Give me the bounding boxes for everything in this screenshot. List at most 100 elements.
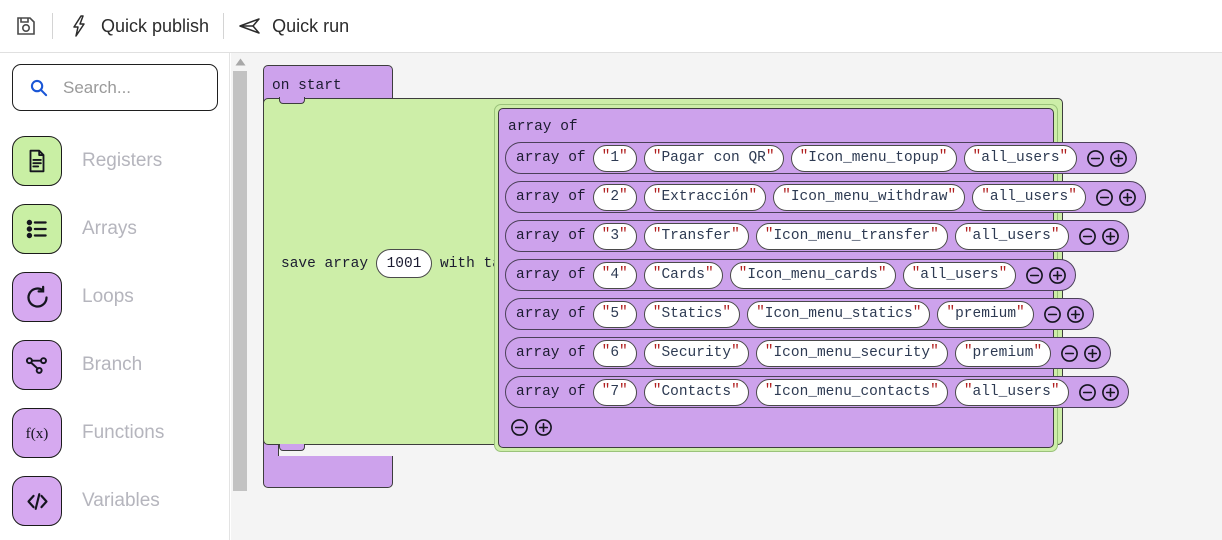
row-id-field-value: 3 <box>610 228 620 244</box>
row-id-field-value: 4 <box>610 267 620 283</box>
sidebar-item-loops[interactable]: Loops <box>12 271 222 323</box>
row-audience-field[interactable]: "all_users" <box>902 261 1017 289</box>
circle-minus-icon[interactable] <box>1086 149 1105 168</box>
array-row[interactable]: array of "3""Transfer""Icon_menu_transfer… <box>505 220 1129 252</box>
row-audience-field[interactable]: "all_users" <box>954 378 1069 406</box>
save-array-statement: save array 1001 with table <box>281 249 527 278</box>
row-name-field[interactable]: "Transfer" <box>643 222 749 250</box>
function-fx-icon: f(x) <box>12 408 62 458</box>
array-row[interactable]: array of"7""Contacts""Icon_menu_contacts… <box>505 376 1129 408</box>
row-name-field[interactable]: "Pagar con QR" <box>643 144 784 172</box>
row-id-field-value: 2 <box>610 189 620 205</box>
row-id-field[interactable]: "1" <box>592 144 637 172</box>
scrollbar-thumb[interactable] <box>233 71 247 491</box>
row-name-field[interactable]: "Statics" <box>643 300 741 328</box>
circle-plus-icon[interactable] <box>1048 266 1067 285</box>
row-audience-field[interactable]: "premium" <box>937 300 1034 328</box>
row-audience-field[interactable]: "all_users" <box>972 183 1086 211</box>
row-id-field[interactable]: "4" <box>592 261 637 289</box>
on-start-footer[interactable] <box>263 456 393 488</box>
circle-plus-icon[interactable] <box>1101 227 1120 246</box>
row-id-field[interactable]: "6" <box>592 339 637 367</box>
row-name-field[interactable]: "Contacts" <box>643 378 749 406</box>
circle-plus-icon[interactable] <box>1118 188 1137 207</box>
row-name-field-value: Cards <box>661 267 705 283</box>
sidebar-item-arrays[interactable]: Arrays <box>12 203 222 255</box>
row-icon-field[interactable]: "Icon_menu_withdraw" <box>773 183 966 211</box>
array-row[interactable]: array of "2""Extracción""Icon_menu_withdr… <box>505 181 1146 213</box>
search-field[interactable] <box>12 64 218 111</box>
row-id-field[interactable]: "5" <box>592 300 637 328</box>
row-audience-field[interactable]: "all_users" <box>954 222 1069 250</box>
circle-minus-icon[interactable] <box>1095 188 1114 207</box>
circle-plus-icon[interactable] <box>1101 383 1120 402</box>
list-icon <box>12 204 62 254</box>
svg-text:f(x): f(x) <box>26 426 49 442</box>
array-row-label: array of <box>516 189 586 205</box>
sidebar-item-variables[interactable]: Variables <box>12 475 222 527</box>
row-controls <box>1095 188 1137 207</box>
search-input[interactable] <box>61 76 201 99</box>
circle-plus-icon[interactable] <box>534 418 553 437</box>
row-controls <box>1086 149 1128 168</box>
array-of-block[interactable]: array of array of"1""Pagar con QR""Icon_… <box>498 108 1146 448</box>
row-icon-field[interactable]: "Icon_menu_security" <box>755 339 948 367</box>
sidebar-item-registers[interactable]: Registers <box>12 135 222 187</box>
array-row-label: array of <box>516 228 586 244</box>
array-row[interactable]: array of "5""Statics""Icon_menu_statics""… <box>505 298 1094 330</box>
row-icon-field[interactable]: "Icon_menu_contacts" <box>755 378 948 406</box>
code-brackets-icon <box>12 476 62 526</box>
row-name-field[interactable]: "Security" <box>643 339 749 367</box>
save-button[interactable] <box>0 0 52 53</box>
row-name-field[interactable]: "Extracción" <box>643 183 767 211</box>
row-icon-field-value: Icon_menu_contacts <box>773 384 931 400</box>
row-icon-field[interactable]: "Icon_menu_transfer" <box>755 222 948 250</box>
row-id-field-value: 1 <box>610 150 620 166</box>
array-row-label: array of <box>516 345 586 361</box>
array-row[interactable]: array of "6""Security""Icon_menu_security… <box>505 337 1112 369</box>
row-id-field[interactable]: "3" <box>592 222 637 250</box>
circle-plus-icon[interactable] <box>1083 344 1102 363</box>
row-icon-field-value: Icon_menu_statics <box>764 306 913 322</box>
row-audience-field[interactable]: "all_users" <box>963 144 1078 172</box>
circle-minus-icon[interactable] <box>1025 266 1044 285</box>
circle-minus-icon[interactable] <box>1078 383 1097 402</box>
row-audience-field[interactable]: "premium" <box>954 339 1052 367</box>
row-id-field[interactable]: "2" <box>592 183 637 211</box>
row-id-field[interactable]: "7" <box>592 378 637 406</box>
top-toolbar: Quick publish Quick run <box>0 0 1222 53</box>
array-row[interactable]: array of"4""Cards""Icon_menu_cards""all_… <box>505 259 1077 291</box>
triangle-up-icon[interactable] <box>231 55 249 69</box>
row-icon-field-value: Icon_menu_topup <box>808 150 939 166</box>
row-name-field-value: Contacts <box>661 384 732 400</box>
row-icon-field[interactable]: "Icon_menu_topup" <box>790 144 957 172</box>
sidebar-item-functions[interactable]: f(x) Functions <box>12 407 222 459</box>
row-name-field-value: Statics <box>661 306 723 322</box>
block-editor-canvas[interactable]: on start save array 1001 with table arra… <box>249 53 1222 540</box>
array-block-highlight: array of array of"1""Pagar con QR""Icon_… <box>494 104 1146 452</box>
row-name-field[interactable]: "Cards" <box>643 261 723 289</box>
row-id-field-value: 6 <box>610 345 620 361</box>
sidebar-scrollbar[interactable] <box>231 53 249 540</box>
array-number-input[interactable]: 1001 <box>376 249 433 278</box>
quick-publish-button[interactable]: Quick publish <box>53 0 223 53</box>
quick-run-button[interactable]: Quick run <box>224 0 363 53</box>
sidebar-item-branch[interactable]: Branch <box>12 339 222 391</box>
row-audience-field-value: all_users <box>989 189 1069 205</box>
array-row-label: array of <box>516 306 586 322</box>
circle-plus-icon[interactable] <box>1109 149 1128 168</box>
row-controls <box>1043 305 1085 324</box>
row-icon-field[interactable]: "Icon_menu_cards" <box>729 261 896 289</box>
circle-plus-icon[interactable] <box>1066 305 1085 324</box>
circle-minus-icon[interactable] <box>510 418 529 437</box>
circle-minus-icon[interactable] <box>1060 344 1079 363</box>
circle-minus-icon[interactable] <box>1043 305 1062 324</box>
toolbar-divider-1 <box>52 13 53 39</box>
circle-minus-icon[interactable] <box>1078 227 1097 246</box>
refresh-loop-icon <box>12 272 62 322</box>
row-icon-field[interactable]: "Icon_menu_statics" <box>747 300 931 328</box>
row-icon-field-value: Icon_menu_cards <box>747 267 878 283</box>
array-row[interactable]: array of"1""Pagar con QR""Icon_menu_topu… <box>505 142 1138 174</box>
block-notch-bottom <box>279 444 305 451</box>
row-audience-field-value: all_users <box>981 150 1060 166</box>
